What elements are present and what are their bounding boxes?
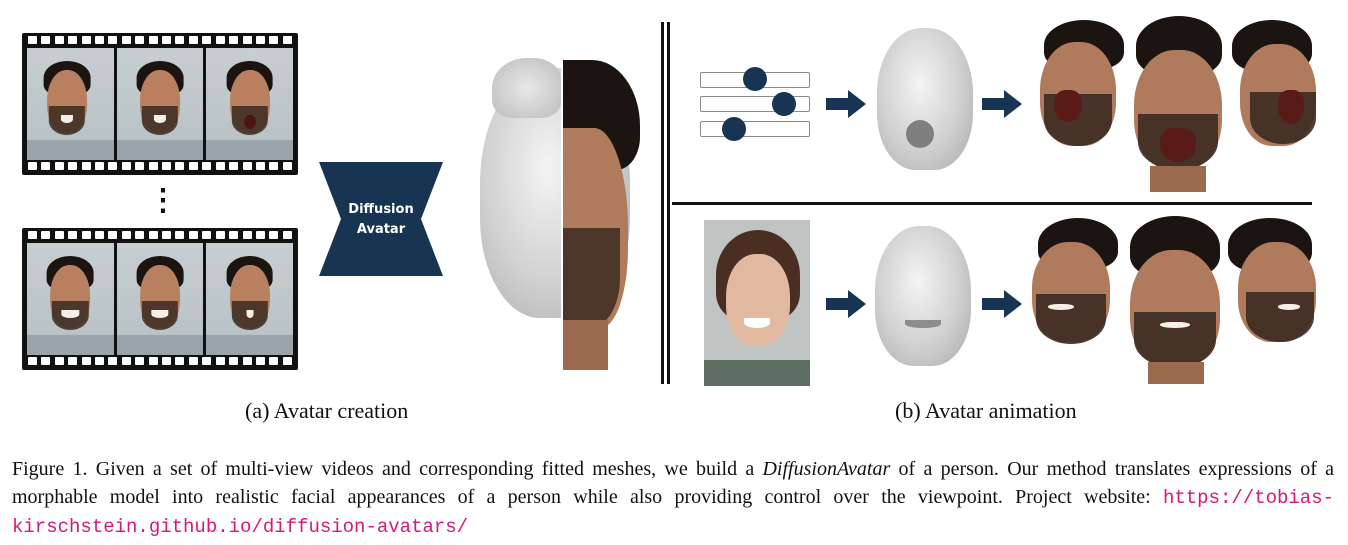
diffusion-avatar-label-2: Avatar	[356, 222, 406, 237]
video-frame	[206, 243, 294, 355]
slider-knob	[743, 67, 767, 91]
vertical-divider	[667, 22, 670, 384]
filmstrip-bottom	[22, 228, 298, 370]
mesh-head-top	[877, 28, 973, 170]
half-mesh-half-photo-head	[462, 58, 648, 370]
video-frame	[116, 243, 204, 355]
figure-caption: Figure 1. Given a set of multi-view vide…	[12, 455, 1334, 541]
filmstrip-top	[22, 33, 298, 175]
vertical-divider	[661, 22, 664, 384]
slider-track	[700, 121, 810, 137]
caption-text-1: Given a set of multi-view videos and cor…	[87, 458, 763, 480]
video-frame	[27, 243, 114, 355]
mesh-head-bottom	[875, 226, 971, 366]
horizontal-divider	[672, 202, 1312, 205]
rendered-head-bottom-center	[1124, 216, 1226, 384]
subcaption-avatar-creation: (a) Avatar creation	[245, 398, 409, 423]
driving-photo	[704, 220, 810, 386]
rendered-head-top-center	[1128, 16, 1228, 192]
project-website-link[interactable]: https://tobias-kirschstein.github.io/dif…	[12, 487, 1334, 538]
arrow-right-icon	[982, 290, 1022, 318]
slider-knob	[722, 117, 746, 141]
rendered-head-top-right	[1232, 20, 1328, 146]
slider-knob	[772, 92, 796, 116]
arrow-right-icon	[982, 90, 1022, 118]
arrow-right-icon	[826, 290, 866, 318]
arrow-right-icon	[826, 90, 866, 118]
ellipsis: ⋮	[148, 184, 178, 217]
rendered-head-top-left	[1030, 20, 1130, 150]
figure-label: Figure 1.	[12, 458, 88, 480]
rendered-head-bottom-left	[1026, 218, 1120, 346]
diffusion-avatar-block	[319, 162, 443, 276]
subcaption-avatar-animation: (b) Avatar animation	[895, 398, 1077, 423]
caption-emphasis: DiffusionAvatar	[762, 458, 891, 480]
video-frame	[116, 48, 204, 160]
caption-text-2: of a person. Our method translates expre…	[12, 458, 1334, 508]
video-frame	[27, 48, 114, 160]
video-frame	[206, 48, 294, 160]
diffusion-avatar-label-1: Diffusion	[348, 202, 414, 217]
rendered-head-bottom-right	[1228, 218, 1328, 346]
